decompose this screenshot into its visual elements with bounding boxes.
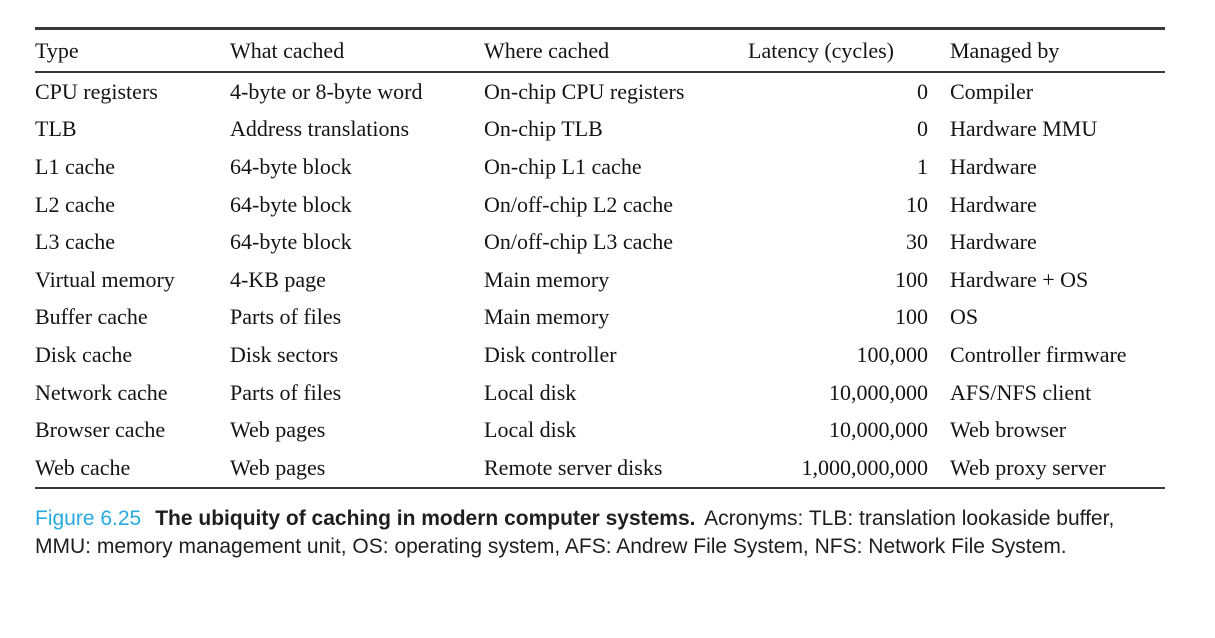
table-header: Type What cached Where cached Latency (c… <box>35 28 1165 72</box>
cell-managed: Hardware <box>950 191 1037 217</box>
cell-what: 4-KB page <box>230 266 326 292</box>
table-row: Browser cache Web pages Local disk 10,000,0… <box>35 411 1165 449</box>
cell-what: 64-byte block <box>230 191 352 217</box>
column-header-latency: Latency (cycles) <box>748 37 894 63</box>
cell-managed: Compiler <box>950 78 1034 104</box>
cell-what: Parts of files <box>230 304 342 330</box>
cell-latency: 30 <box>906 229 928 255</box>
cell-latency: 10,000,000 <box>829 417 928 443</box>
cell-what: Web pages <box>230 454 326 480</box>
table-row: Buffer cache Parts of files Main memory 100… <box>35 299 1165 337</box>
cell-type: Browser cache <box>35 417 166 443</box>
cell-what: 64-byte block <box>230 229 352 255</box>
cell-what: Disk sectors <box>230 341 339 367</box>
table-row: Virtual memory 4-KB page Main memory 100 Har… <box>35 261 1165 299</box>
cell-what: 64-byte block <box>230 153 352 179</box>
figure-caption-text: Acronyms: TLB: translation lookaside buf… <box>35 506 1115 559</box>
cell-type: Disk cache <box>35 341 133 367</box>
cell-latency: 10,000,000 <box>829 379 928 405</box>
cell-managed: Web browser <box>950 417 1067 443</box>
figure-caption: Figure 6.25 The ubiquity of caching in mo… <box>35 505 1165 562</box>
figure-label: Figure 6.25 <box>35 506 142 530</box>
cell-where: Main memory <box>484 304 610 330</box>
cell-type: Web cache <box>35 454 131 480</box>
cell-latency: 0 <box>917 78 928 104</box>
cell-latency: 1 <box>917 153 928 179</box>
cell-latency: 0 <box>917 116 928 142</box>
cell-latency: 100 <box>895 304 928 330</box>
cell-managed: Hardware <box>950 229 1037 255</box>
cell-where: On-chip CPU registers <box>484 78 685 104</box>
table-row: CPU registers 4-byte or 8-byte word On-chi… <box>35 72 1165 111</box>
cell-type: TLB <box>35 116 77 142</box>
column-header-what-cached: What cached <box>230 37 345 63</box>
caching-table: Type What cached Where cached Latency (c… <box>35 27 1165 489</box>
cell-managed: Hardware <box>950 153 1037 179</box>
cell-managed: Hardware MMU <box>950 116 1098 142</box>
cell-latency: 100,000 <box>856 341 929 367</box>
figure-6-25: Type What cached Where cached Latency (c… <box>35 0 1165 562</box>
cell-type: Buffer cache <box>35 304 148 330</box>
table-row: Disk cache Disk sectors Disk controller 100… <box>35 336 1165 374</box>
cell-managed: AFS/NFS client <box>950 379 1092 405</box>
table-row: L2 cache 64-byte block On/off-chip L2 cach… <box>35 186 1165 224</box>
cell-where: Disk controller <box>484 341 617 367</box>
cell-latency: 1,000,000,000 <box>801 454 929 480</box>
cell-where: Main memory <box>484 266 610 292</box>
table-header-row: Type What cached Where cached Latency (c… <box>35 28 1165 72</box>
cell-type: Virtual memory <box>35 266 175 292</box>
column-header-type: Type <box>35 37 79 63</box>
cell-what: 4-byte or 8-byte word <box>230 78 423 104</box>
cell-what: Parts of files <box>230 379 342 405</box>
table-row: L1 cache 64-byte block On-chip L1 cache 1 Ha… <box>35 148 1165 186</box>
column-header-managed-by: Managed by <box>950 37 1060 63</box>
cell-where: On/off-chip L3 cache <box>484 229 673 255</box>
table-row: Web cache Web pages Remote server disks 1,0… <box>35 449 1165 488</box>
table-row: Network cache Parts of files Local disk 10,… <box>35 374 1165 412</box>
column-header-where-cached: Where cached <box>484 37 610 63</box>
cell-managed: Hardware + OS <box>950 266 1089 292</box>
cell-type: Network cache <box>35 379 168 405</box>
cell-managed: Controller firmware <box>950 341 1127 367</box>
cell-managed: Web proxy server <box>950 454 1106 480</box>
cell-type: L3 cache <box>35 229 115 255</box>
cell-latency: 10 <box>906 191 928 217</box>
cell-what: Address translations <box>230 116 410 142</box>
cell-type: CPU registers <box>35 78 158 104</box>
cell-where: Local disk <box>484 417 577 443</box>
cell-where: On-chip TLB <box>484 116 603 142</box>
cell-where: Local disk <box>484 379 577 405</box>
cell-type: L1 cache <box>35 153 115 179</box>
cell-where: Remote server disks <box>484 454 663 480</box>
cell-type: L2 cache <box>35 191 115 217</box>
cell-what: Web pages <box>230 417 326 443</box>
cell-where: On-chip L1 cache <box>484 153 642 179</box>
cell-managed: OS <box>950 304 979 330</box>
cell-latency: 100 <box>895 266 928 292</box>
table-row: L3 cache 64-byte block On/off-chip L3 cach… <box>35 223 1165 261</box>
figure-title: The ubiquity of caching in modern comput… <box>155 506 696 530</box>
table-row: TLB Address translations On-chip TLB 0 Hardw… <box>35 111 1165 149</box>
cell-where: On/off-chip L2 cache <box>484 191 673 217</box>
